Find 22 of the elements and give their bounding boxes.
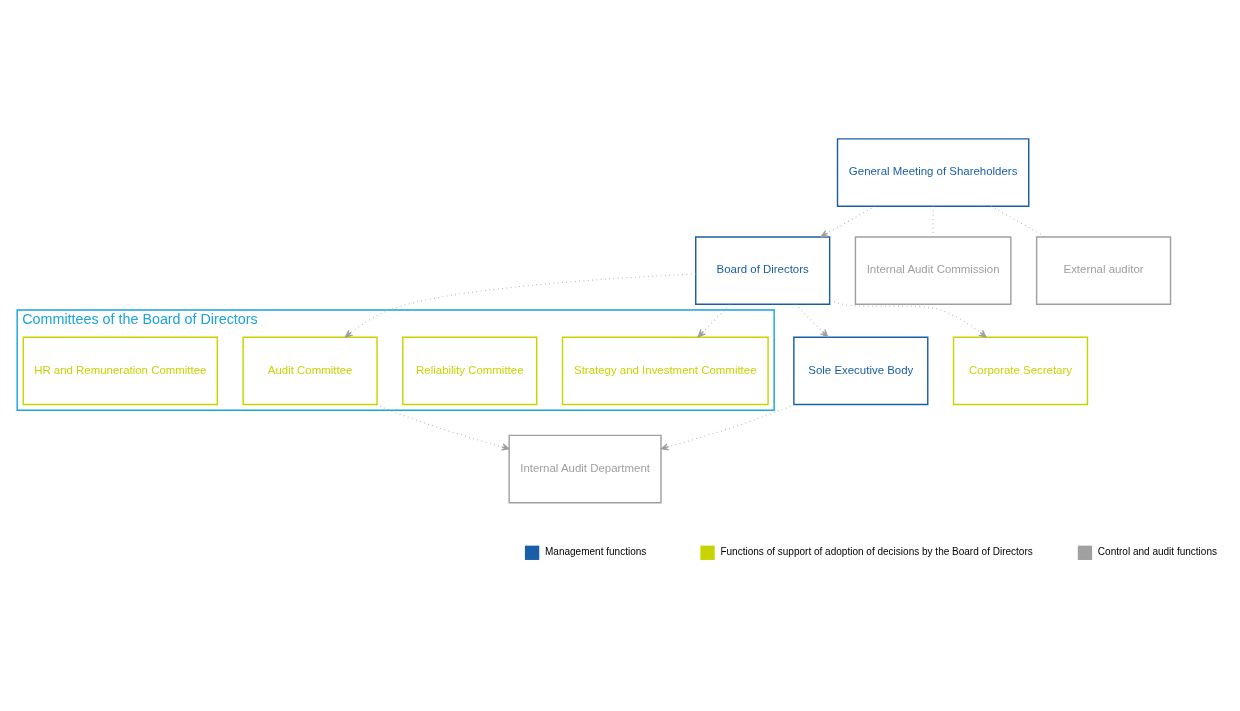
node-box: HR and Remuneration Committee — [22, 336, 219, 406]
legend-label: Management functions — [544, 546, 647, 558]
arrow — [375, 404, 510, 451]
node-box: Reliability Committee — [402, 336, 538, 406]
arrow — [697, 304, 731, 338]
node-box: Internal Audit Commission — [854, 236, 1012, 305]
node-box: External auditor — [1035, 236, 1172, 305]
node-box: Board of Directors — [695, 236, 831, 305]
node-box: Strategy and Investment Committee — [561, 336, 769, 406]
node-box: Corporate Secretary — [952, 336, 1089, 406]
arrow — [820, 205, 876, 238]
legend-label: Functions of support of adoption of decisions by the Board of Directors — [720, 546, 1033, 558]
arrow — [344, 273, 697, 338]
connector — [990, 205, 1046, 238]
node-box: Internal Audit Department — [508, 434, 662, 504]
node-box: Audit Committee — [242, 336, 378, 406]
arrow — [829, 300, 987, 338]
arrow — [795, 304, 829, 338]
legend-label: Control and audit functions — [1097, 546, 1218, 558]
node-box: Sole Executive Body — [793, 336, 929, 406]
node-box: General Meeting of Shareholders — [836, 138, 1030, 207]
arrow — [660, 404, 795, 451]
